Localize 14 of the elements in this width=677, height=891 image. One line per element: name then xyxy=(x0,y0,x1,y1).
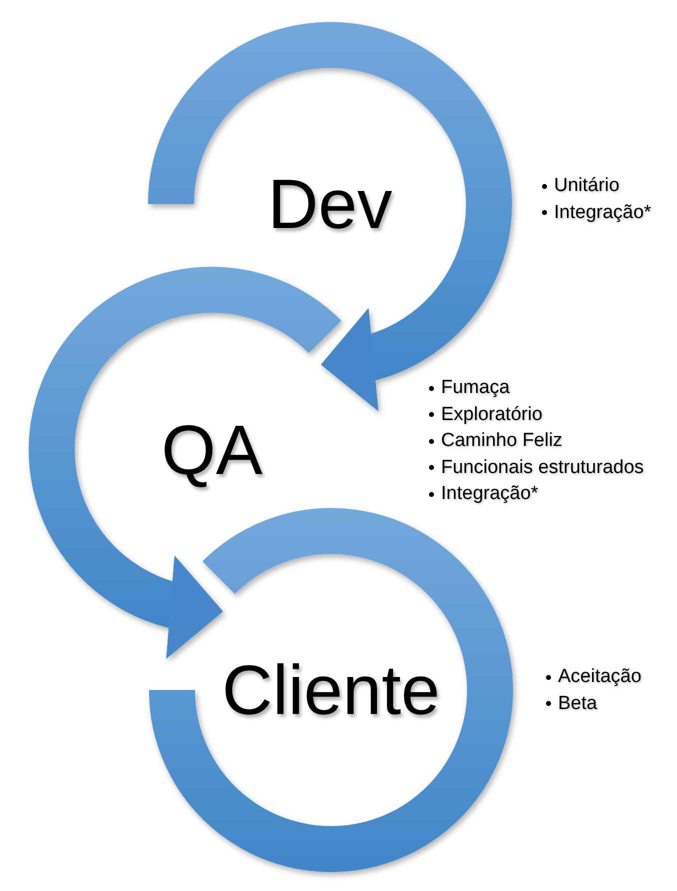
curved-arrow xyxy=(320,306,434,410)
stage-label: Dev xyxy=(268,169,392,239)
list-item-text: Aceitação xyxy=(558,667,642,688)
stage-label: Cliente xyxy=(222,655,440,725)
list-item-text: Beta xyxy=(558,694,598,714)
stage-label: QA xyxy=(161,415,263,485)
list-item-text: Integração* xyxy=(441,484,538,504)
list-item-text: Integração* xyxy=(554,202,652,223)
list-item-text: Unitário xyxy=(554,176,620,196)
list-item-text: Exploratório xyxy=(441,404,542,425)
list-item-text: Caminho Feliz xyxy=(441,431,562,452)
list-item-text: Funcionais estruturados xyxy=(441,458,644,478)
list-item-text: Fumaça xyxy=(441,378,510,398)
curved-arrow xyxy=(109,554,223,658)
